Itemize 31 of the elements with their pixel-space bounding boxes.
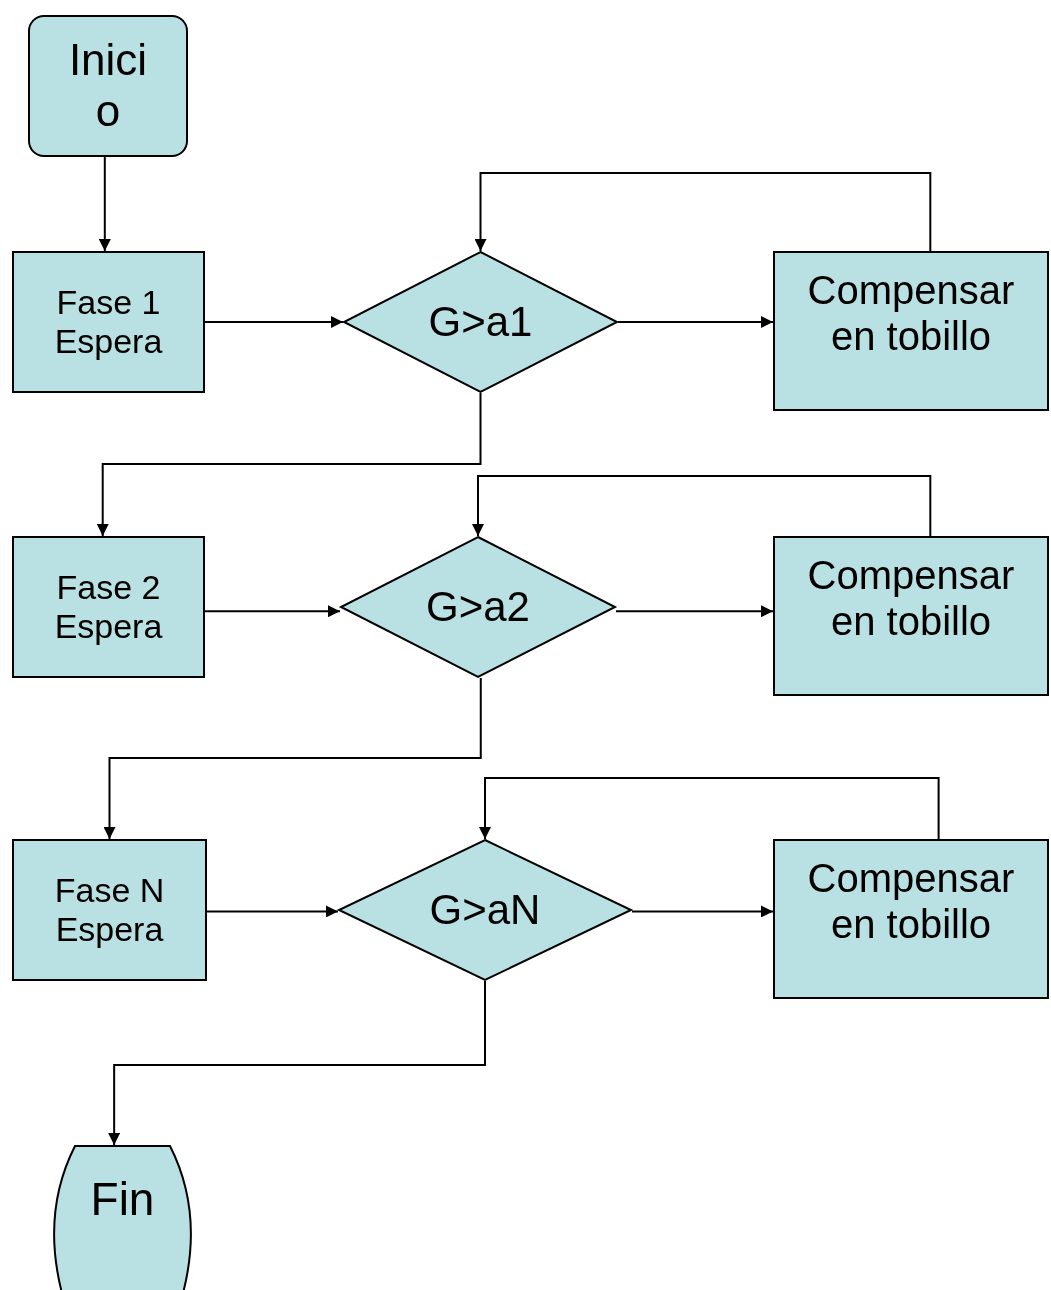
process-box [12,251,205,393]
arrow [474,172,932,252]
arrow [615,605,774,618]
node-label: Inicio [67,35,149,137]
process-box [773,536,1049,696]
start-box [28,15,188,157]
arrow [96,392,482,537]
arrow [103,677,482,840]
arrow [204,316,344,328]
arrow [204,605,341,618]
node-label: Fase 1 Espera [53,282,164,362]
arrow [108,980,486,1146]
node-label: G>a2 [426,582,530,632]
node-label: Compensar en tobillo [806,552,1016,644]
arrow [617,316,774,328]
process-box [773,251,1049,411]
arrow [206,905,339,918]
node-label: Fase 2 Espera [53,567,164,647]
arrow [98,156,111,252]
node-label: Compensar en tobillo [806,267,1016,359]
arrow [472,475,932,537]
node-label: G>aN [429,885,541,935]
arrow [631,905,774,918]
process-box [773,839,1049,999]
process-box [12,536,205,678]
arrow [479,777,940,840]
node-label: G>a1 [428,297,533,347]
process-box [12,839,207,981]
node-label: Fin [90,1173,155,1226]
node-label: Compensar en tobillo [806,855,1016,947]
node-label: Fase N Espera [53,870,166,950]
